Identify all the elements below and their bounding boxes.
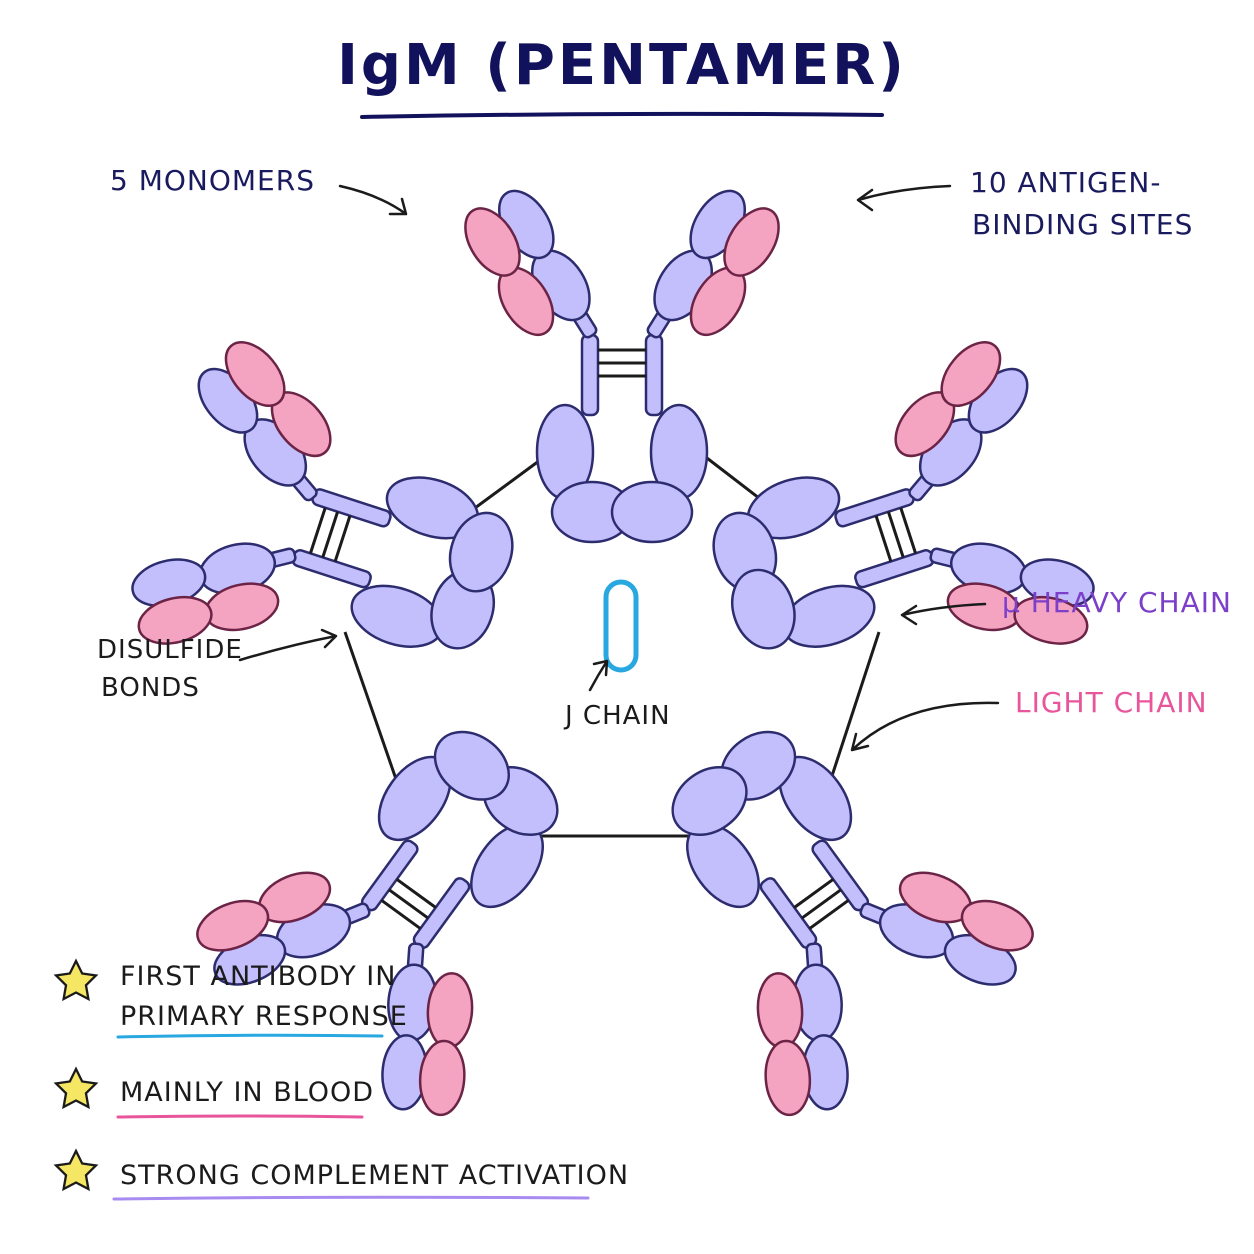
label-antigen-line1: 10 ANTIGEN- — [970, 166, 1161, 199]
pentamer-links — [343, 453, 881, 838]
arrow-heavy-chain — [900, 602, 987, 626]
j-chain-icon — [603, 579, 639, 673]
arrow-j-chain — [588, 659, 609, 692]
label-antigen-line2: BINDING SITES — [972, 208, 1193, 241]
label-j-chain: J CHAIN — [563, 701, 671, 731]
note-2: MAINLY IN BLOOD — [54, 1067, 374, 1119]
star-icon — [54, 1067, 98, 1109]
note-3-underline — [112, 1195, 590, 1201]
note-3: STRONG COMPLEMENT ACTIVATION — [54, 1149, 629, 1201]
page-title: IgM (PENTAMER) — [337, 33, 907, 98]
note-2-line1: MAINLY IN BLOOD — [120, 1077, 374, 1108]
note-2-underline — [116, 1114, 364, 1119]
star-icon — [54, 959, 98, 1001]
arrow-monomers — [338, 184, 408, 216]
arrow-antigen — [856, 184, 952, 212]
arrow-light-chain — [850, 701, 1000, 752]
label-light-chain: LIGHT CHAIN — [1015, 686, 1208, 719]
note-1-line1: FIRST ANTIBODY IN — [120, 961, 396, 992]
note-1-line2: PRIMARY RESPONSE — [120, 1001, 408, 1032]
star-icon — [54, 1149, 98, 1191]
note-3-line1: STRONG COMPLEMENT ACTIVATION — [120, 1160, 629, 1191]
monomer-lower-right — [576, 657, 1069, 1155]
label-heavy-chain: μ HEAVY CHAIN — [1002, 586, 1232, 619]
note-1-underline — [116, 1033, 384, 1039]
label-monomers: 5 MONOMERS — [110, 164, 315, 197]
label-disulfide-line1: DISULFIDE — [97, 635, 243, 665]
title-underline — [360, 111, 884, 119]
note-1: FIRST ANTIBODY IN PRIMARY RESPONSE — [54, 959, 408, 1039]
arrow-disulfide — [238, 628, 338, 662]
label-disulfide-line2: BONDS — [101, 673, 200, 703]
